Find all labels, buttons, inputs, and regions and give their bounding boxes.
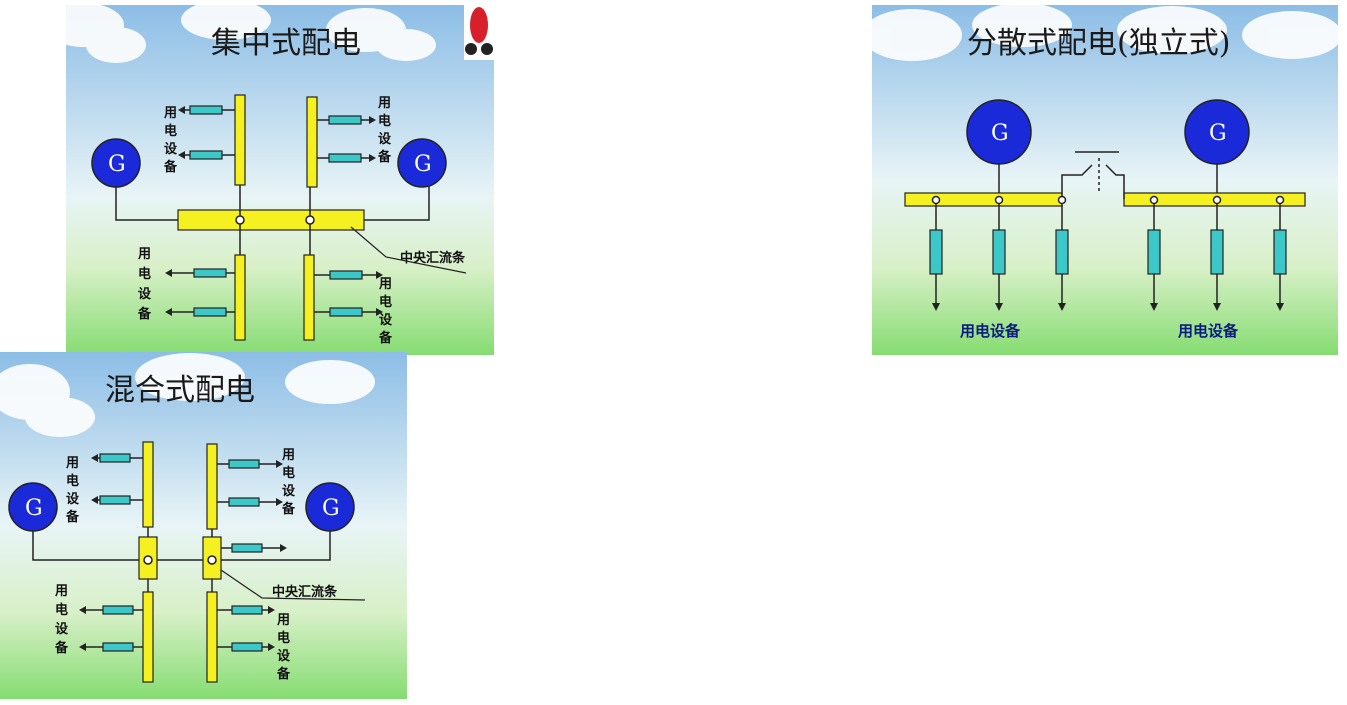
svg-text:设: 设 [378,132,392,147]
diagram-title: 混合式配电 [105,373,255,408]
busbar-label: 中央汇流条 [400,250,466,266]
generator-left: G [91,138,141,188]
svg-text:设: 设 [66,492,80,507]
svg-text:G: G [322,496,340,521]
generator-right: G [305,482,355,532]
svg-text:备: 备 [378,330,393,346]
diagram-title: 分散式配电(独立式) [967,26,1230,61]
svg-text:G: G [108,152,126,177]
equipment-label-right: 用电设备 [1178,322,1239,340]
svg-text:设: 设 [55,622,69,637]
svg-text:电: 电 [378,113,391,129]
svg-text:用: 用 [377,96,391,111]
svg-text:电: 电 [138,266,151,282]
background [872,5,1338,355]
svg-text:备: 备 [163,159,178,175]
svg-text:电: 电 [379,294,392,310]
svg-text:电: 电 [282,465,295,481]
svg-text:用: 用 [54,584,68,599]
busbar-label: 中央汇流条 [272,584,338,600]
svg-text:备: 备 [276,666,291,682]
svg-text:用: 用 [137,247,151,262]
mascot-icon [464,5,494,60]
equipment-label-lower-right: 用 电 设 备 [276,613,291,682]
diagram-title: 集中式配电 [211,26,361,61]
central-busbar [177,209,365,231]
svg-text:备: 备 [137,306,152,322]
generator-left: G [966,99,1032,165]
panel-distributed-distribution: 分散式配电(独立式) G G 用电设备 用电设备 [872,5,1338,355]
svg-text:G: G [414,152,432,177]
svg-text:备: 备 [281,501,296,517]
svg-text:设: 设 [164,142,178,157]
busbar-left [904,192,1063,207]
equipment-label-upper-right: 用 电 设 备 [377,96,392,165]
equipment-label-upper-left: 用 电 设 备 [163,106,178,175]
generator-right: G [397,138,447,188]
svg-text:电: 电 [164,123,177,139]
generator-right: G [1184,99,1250,165]
tie-switch [1061,151,1125,199]
svg-text:备: 备 [377,149,392,165]
svg-text:用: 用 [276,613,290,628]
svg-text:用: 用 [281,448,295,463]
svg-text:备: 备 [54,640,69,656]
svg-text:电: 电 [277,630,290,646]
svg-text:G: G [1209,121,1227,146]
clouds [872,5,1338,61]
equipment-label-left: 用电设备 [960,322,1021,340]
svg-text:备: 备 [65,509,80,525]
svg-text:用: 用 [65,456,79,471]
equipment-label-lower-left: 用 电 设 备 [54,584,69,656]
svg-text:设: 设 [282,484,296,499]
svg-text:用: 用 [378,277,392,292]
svg-text:设: 设 [379,313,393,328]
equipment-label-lower-left: 用 电 设 备 [137,247,152,322]
clouds [0,353,375,437]
panel-centralized-distribution: 集中式配电 G G 用 电 设 备 [66,5,494,355]
equipment-label-upper-right: 用 电 设 备 [281,448,296,517]
equipment-label-upper-left: 用 电 设 备 [65,456,80,525]
svg-text:G: G [25,496,43,521]
svg-text:用: 用 [163,106,177,121]
svg-text:电: 电 [66,473,79,489]
svg-text:设: 设 [138,287,152,302]
svg-text:G: G [991,121,1009,146]
equipment-label-lower-right: 用 电 设 备 [378,277,393,346]
clouds [66,5,436,63]
svg-text:电: 电 [55,602,68,618]
panel-hybrid-distribution: 混合式配电 G G [0,352,407,699]
generator-left: G [8,482,58,532]
svg-text:设: 设 [277,649,291,664]
